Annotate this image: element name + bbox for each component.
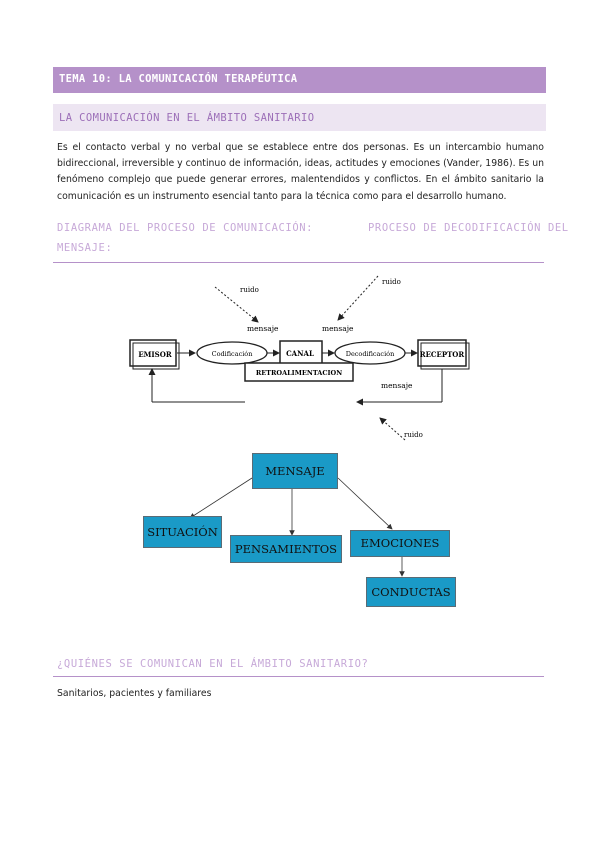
- receptor-box: [417, 339, 467, 367]
- section-divider: [53, 262, 544, 263]
- diagram-heading-continuation: MENSAJE:: [57, 242, 113, 254]
- ruido-arrow-2: [337, 275, 379, 321]
- mensaje-label-1: mensaje: [247, 324, 279, 333]
- situacion-box: SITUACIÓN: [143, 516, 222, 548]
- section-heading: LA COMUNICACIÓN EN EL ÁMBITO SANITARIO: [59, 112, 315, 124]
- mensaje-box: MENSAJE: [252, 453, 338, 489]
- diagram-heading-right: PROCESO DE DECODIFICACIÓN DEL: [368, 222, 569, 234]
- process-diagram: EMISOR Codificación CANAL Decodificación…: [129, 275, 470, 441]
- arrow-to-emociones: [337, 477, 393, 530]
- emisor-label: EMISOR: [138, 350, 172, 359]
- retroalimentacion-box: [244, 362, 354, 382]
- receptor-shadow: [420, 342, 470, 370]
- emisor-box: [129, 339, 177, 367]
- ruido-label-3: ruido: [404, 431, 423, 439]
- mensaje-label-3: mensaje: [381, 381, 413, 390]
- ruido-label-2: ruido: [382, 278, 401, 286]
- mensaje-label-2: mensaje: [322, 324, 354, 333]
- intro-paragraph: Es el contacto verbal y no verbal que se…: [57, 142, 544, 202]
- decoding-arrows: [189, 477, 405, 577]
- emociones-box: EMOCIONES: [350, 530, 450, 557]
- codificacion-label: Codificación: [212, 350, 253, 358]
- retroalimentacion-label: RETROALIMENTACION: [256, 369, 342, 377]
- section2-divider: [53, 676, 544, 677]
- arrow-to-situacion: [189, 477, 253, 519]
- page-title: TEMA 10: LA COMUNICACIÓN TERAPÉUTICA: [59, 73, 298, 85]
- receptor-label: RECEPTOR: [420, 350, 465, 359]
- decodificacion-label: Decodificación: [346, 350, 395, 358]
- title-bar: TEMA 10: LA COMUNICACIÓN TERAPÉUTICA: [53, 67, 546, 93]
- pensamientos-box: PENSAMIENTOS: [230, 535, 342, 563]
- conductas-box: CONDUCTAS: [366, 577, 456, 607]
- section2-heading: ¿QUIÉNES SE COMUNICAN EN EL ÁMBITO SANIT…: [57, 658, 369, 670]
- emisor-shadow: [132, 342, 180, 370]
- section-heading-bar: LA COMUNICACIÓN EN EL ÁMBITO SANITARIO: [53, 104, 546, 131]
- ruido-label-1: ruido: [240, 286, 259, 294]
- diagram-heading-left: DIAGRAMA DEL PROCESO DE COMUNICACIÓN:: [57, 222, 314, 234]
- canal-label: CANAL: [286, 349, 314, 358]
- section2-answer: Sanitarios, pacientes y familiares: [57, 688, 212, 699]
- ruido-arrow-1: [214, 286, 259, 323]
- ruido-arrow-3: [379, 417, 406, 441]
